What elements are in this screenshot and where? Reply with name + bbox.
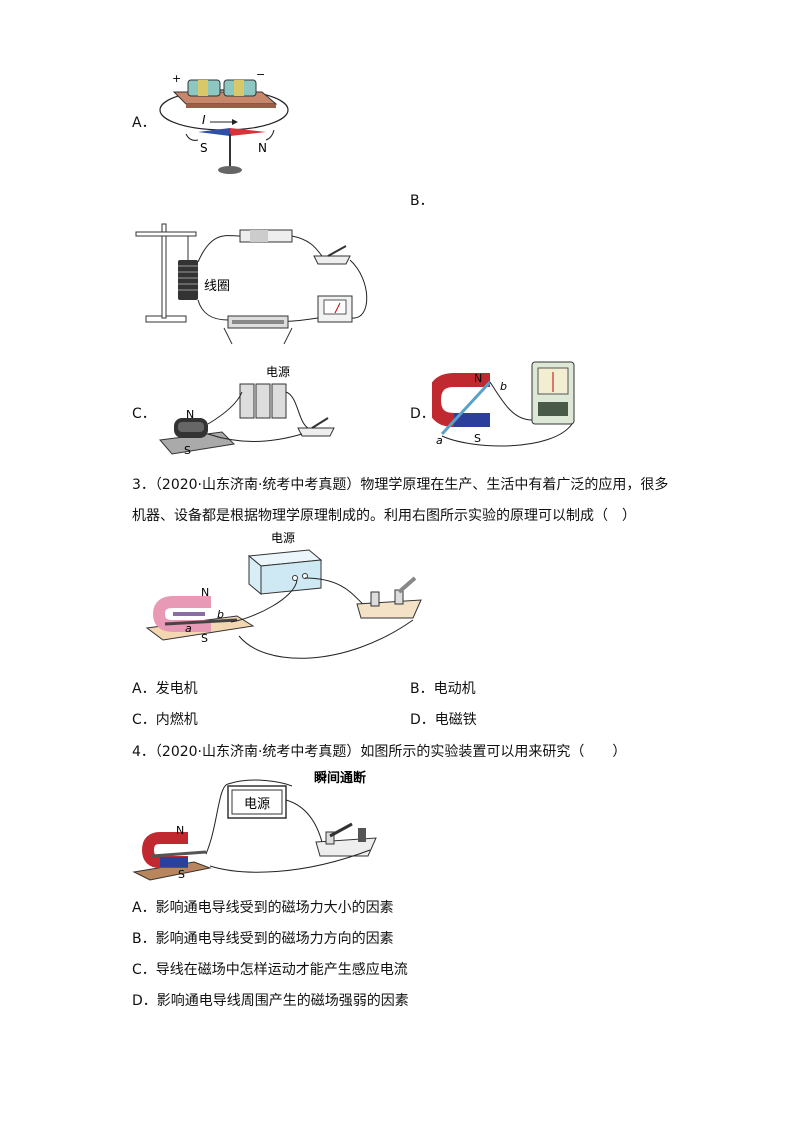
q4-fig-source: 电源 (244, 797, 270, 812)
q3-fig-south: S (201, 632, 208, 645)
fig-a-north: N (258, 141, 267, 155)
q3-option-c: C．内燃机 (132, 712, 198, 728)
figure-b-coil-circuit: 线圈 (135, 223, 368, 345)
fig-d-b: b (500, 380, 507, 393)
q3-fig-source: 电源 (271, 531, 295, 545)
q4-stem: 4．（2020·山东济南·统考中考真题）如图所示的实验装置可以用来研究（ ） (132, 744, 627, 760)
fig-a-south: S (200, 141, 208, 155)
q4-option-c: C．导线在磁场中怎样运动才能产生感应电流 (132, 962, 408, 978)
fig-c-source: 电源 (266, 365, 290, 379)
q3-option-a: A．发电机 (132, 681, 198, 697)
fig-a-plus: + (172, 72, 181, 85)
fig-b-coil-label: 线圈 (204, 279, 230, 294)
q3-fig-north: N (201, 586, 209, 599)
q3-option-d: D．电磁铁 (410, 712, 477, 728)
fig-d-a: a (436, 434, 443, 447)
q3-fig-b: b (217, 608, 224, 621)
q3-stem-line1: 3．（2020·山东济南·统考中考真题）物理学原理在生产、生活中有着广泛的应用，… (132, 477, 669, 493)
fig-c-north: N (186, 408, 194, 421)
figure-c-magnet-source: 电源 N S (159, 365, 335, 457)
fig-d-north: N (474, 372, 482, 385)
q4-fig-north: N (176, 824, 184, 837)
figure-a-battery-compass: + − I S N (159, 68, 289, 174)
q3-fig-a: a (185, 622, 192, 635)
q3-stem-line2: 机器、设备都是根据物理学原理制成的。利用右图所示实验的原理可以制成（ ） (132, 508, 636, 524)
figure-d-magnet-galvanometer: N S a b (432, 361, 575, 447)
q3-option-b: B．电动机 (410, 681, 476, 697)
fig-d-south: S (474, 432, 481, 445)
q4-fig-title: 瞬间通断 (314, 770, 366, 786)
option-c-label: C． (132, 406, 156, 422)
option-b-label: B． (410, 193, 434, 209)
fig-a-minus: − (256, 68, 265, 81)
q4-option-b: B．影响通电导线受到的磁场力方向的因素 (132, 931, 394, 947)
q4-fig-south: S (178, 868, 185, 881)
option-d-label: D． (410, 406, 435, 422)
fig-c-south: S (184, 444, 191, 457)
q4-option-d: D．影响通电导线周围产生的磁场强弱的因素 (132, 993, 409, 1009)
q4-figure-magnet-source-switch: 瞬间通断 电源 N S (132, 770, 377, 881)
q3-figure-magnet-source-switch: 电源 N S a b (145, 531, 422, 659)
option-a-label: A． (132, 115, 156, 131)
fig-a-current: I (202, 113, 206, 127)
q4-option-a: A．影响通电导线受到的磁场力大小的因素 (132, 900, 394, 916)
